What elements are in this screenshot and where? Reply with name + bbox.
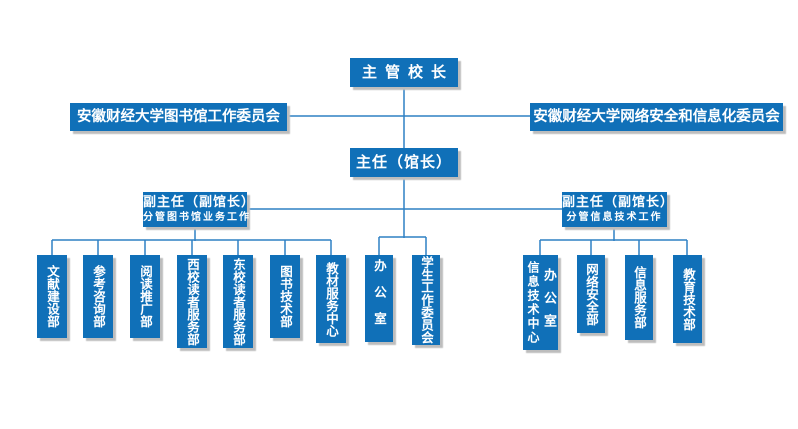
dept-box-it-center-office: 办公室 信息技术中心: [523, 255, 558, 350]
dept-box-information-service: 信息服务部: [625, 255, 653, 340]
dept-box-document-construction: 文献建设部: [37, 255, 67, 338]
it-center-label: 信息技术中心: [526, 260, 540, 345]
deputy-director-it-box: 副主任（副馆长） 分管信息技术工作: [562, 192, 675, 227]
dept-box-book-technology: 图书技术部: [270, 255, 300, 338]
dept-box-office: 办公室: [365, 255, 393, 342]
director-box: 主任（馆长）: [350, 148, 458, 177]
library-committee-box: 安徽财经大学图书馆工作委员会: [70, 103, 287, 131]
dept-box-east-campus-reader-service: 东校读者服务部: [223, 255, 253, 348]
principal-box: 主管校长: [350, 58, 458, 87]
dept-box-education-technology: 教育技术部: [673, 255, 702, 343]
deputy-right-subtitle: 分管信息技术工作: [566, 212, 663, 223]
it-office-label: 办公室: [542, 268, 557, 337]
deputy-director-library-box: 副主任（副馆长） 分管图书馆业务工作: [143, 192, 256, 227]
dept-box-network-security: 网络安全部: [577, 255, 605, 333]
deputy-left-subtitle: 分管图书馆业务工作: [143, 212, 251, 223]
dept-box-reference-consulting: 参考咨询部: [83, 255, 113, 338]
dept-box-reading-promotion: 阅读推广部: [130, 255, 160, 338]
dept-box-student-work-committee: 学生工作委员会: [412, 255, 440, 345]
deputy-left-title: 副主任（副馆长）: [143, 194, 256, 209]
dept-box-textbook-service-center: 教材服务中心: [316, 255, 346, 343]
dept-box-west-campus-reader-service: 西校读者服务部: [177, 255, 207, 348]
deputy-right-title: 副主任（副馆长）: [562, 194, 675, 209]
network-security-committee-box: 安徽财经大学网络安全和信息化委员会: [530, 103, 783, 131]
